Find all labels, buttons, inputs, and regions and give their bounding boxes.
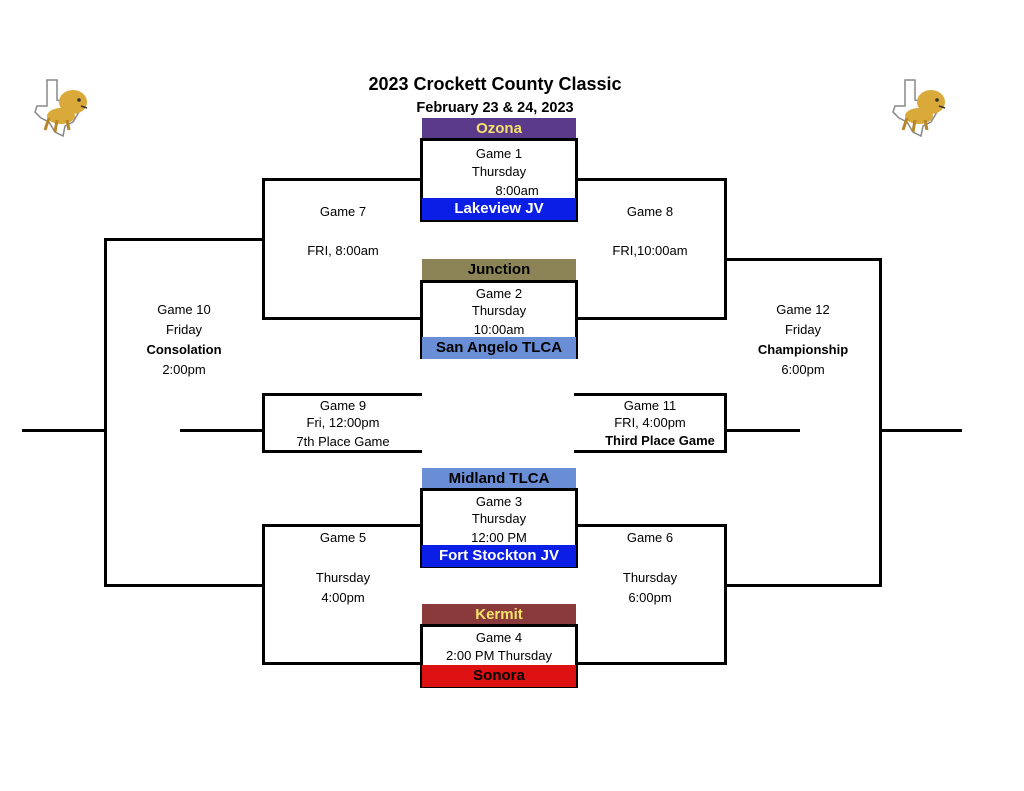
bracket-line bbox=[262, 178, 265, 320]
bracket-line bbox=[180, 429, 262, 432]
bracket-line bbox=[576, 524, 727, 527]
game-7-time: FRI, 8:00am bbox=[307, 243, 379, 258]
game-12-day: Friday bbox=[784, 322, 822, 337]
texas-lion-logo-icon bbox=[892, 79, 946, 138]
bracket-line bbox=[727, 584, 882, 587]
bracket-line bbox=[574, 450, 727, 453]
game-3-time: 12:00 PM bbox=[471, 530, 527, 545]
bracket-line bbox=[724, 393, 727, 453]
bracket-line bbox=[574, 393, 727, 396]
bracket-line bbox=[104, 584, 262, 587]
bracket-line bbox=[727, 429, 800, 432]
team-lakeview-jv: Lakeview JV bbox=[422, 198, 576, 220]
game-12-name: Game 12 bbox=[776, 302, 830, 317]
game-6-time: 6:00pm bbox=[628, 590, 672, 605]
bracket-line bbox=[104, 238, 107, 587]
game-3-day: Thursday bbox=[471, 511, 527, 526]
game-3-name: Game 3 bbox=[475, 494, 523, 509]
bracket-line bbox=[724, 178, 727, 320]
game-2-day: Thursday bbox=[471, 303, 527, 318]
game-6-day: Thursday bbox=[622, 570, 678, 585]
game-9-name: Game 9 bbox=[319, 398, 367, 413]
game-8-time: FRI,10:00am bbox=[612, 243, 688, 258]
bracket-line bbox=[262, 393, 422, 396]
game-10-time: 2:00pm bbox=[162, 362, 206, 377]
bracket-line bbox=[104, 238, 262, 241]
bracket-line bbox=[576, 662, 727, 665]
texas-lion-logo-icon bbox=[34, 79, 88, 138]
game-1-time: 8:00am bbox=[495, 183, 539, 198]
team-ozona: Ozona bbox=[422, 118, 576, 140]
game-11-label: Third Place Game bbox=[605, 433, 715, 448]
game-7-name: Game 7 bbox=[319, 204, 367, 219]
game-4-time: 2:00 PM Thursday bbox=[446, 648, 552, 663]
game-1-day: Thursday bbox=[471, 164, 527, 179]
game-1-name: Game 1 bbox=[475, 146, 523, 161]
team-kermit: Kermit bbox=[422, 604, 576, 626]
game-12-time: 6:00pm bbox=[781, 362, 825, 377]
bracket-line bbox=[262, 450, 422, 453]
game-9-label: 7th Place Game bbox=[296, 434, 390, 449]
game-11-time: FRI, 4:00pm bbox=[614, 415, 686, 430]
bracket-line bbox=[576, 317, 727, 320]
game-5-day: Thursday bbox=[315, 570, 371, 585]
bracket-line bbox=[262, 317, 422, 320]
bracket-line bbox=[262, 393, 265, 453]
game-2-name: Game 2 bbox=[475, 286, 523, 301]
bracket-line bbox=[576, 178, 727, 181]
bracket-line bbox=[262, 524, 265, 665]
bracket-line bbox=[879, 258, 882, 587]
game-8-name: Game 8 bbox=[626, 204, 674, 219]
game-12-label: Championship bbox=[757, 342, 849, 357]
bracket-line bbox=[22, 429, 104, 432]
bracket-line bbox=[262, 662, 422, 665]
team-fort-stockton-jv: Fort Stockton JV bbox=[422, 545, 576, 567]
game-10-day: Friday bbox=[165, 322, 203, 337]
team-sonora: Sonora bbox=[422, 665, 576, 687]
game-9-time: Fri, 12:00pm bbox=[306, 415, 380, 430]
game-5-name: Game 5 bbox=[319, 530, 367, 545]
game-4-name: Game 4 bbox=[475, 630, 523, 645]
team-junction: Junction bbox=[422, 259, 576, 281]
game-5-time: 4:00pm bbox=[321, 590, 365, 605]
bracket-line bbox=[727, 258, 882, 261]
bracket-line bbox=[262, 178, 422, 181]
game-10-name: Game 10 bbox=[157, 302, 211, 317]
page-title: 2023 Crockett County Classic bbox=[368, 74, 622, 94]
page-subtitle-dates: February 23 & 24, 2023 bbox=[416, 100, 574, 116]
game-10-label: Consolation bbox=[146, 342, 222, 357]
team-midland-tlca: Midland TLCA bbox=[422, 468, 576, 490]
bracket-line bbox=[262, 524, 422, 527]
team-san-angelo-tlca: San Angelo TLCA bbox=[422, 337, 576, 359]
game-2-time: 10:00am bbox=[473, 322, 525, 337]
bracket-line bbox=[882, 429, 962, 432]
game-6-name: Game 6 bbox=[626, 530, 674, 545]
game-11-name: Game 11 bbox=[623, 398, 677, 413]
bracket-line bbox=[724, 524, 727, 665]
